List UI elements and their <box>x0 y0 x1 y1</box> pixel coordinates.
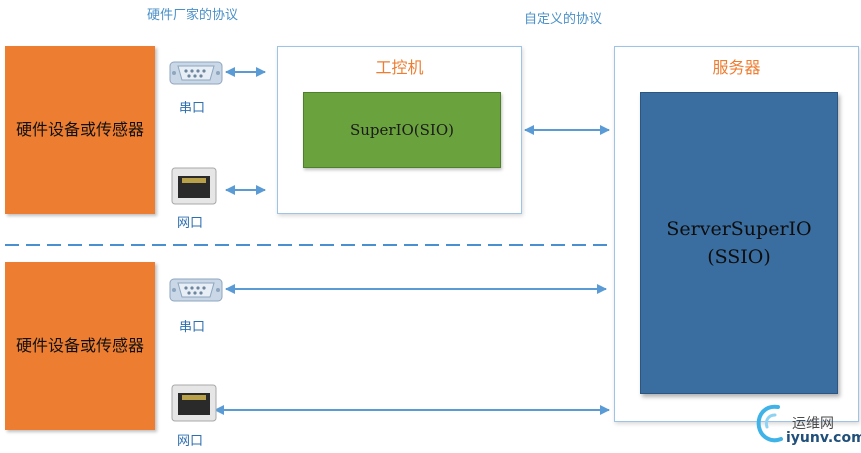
network-port-icon <box>171 167 217 205</box>
vendor-protocol-caption: 硬件厂家的协议 <box>147 8 239 23</box>
watermark-url: iyunv.com <box>786 430 861 446</box>
serversuperio-module: ServerSuperIO (SSIO) <box>640 92 838 394</box>
network-port-icon <box>171 384 217 422</box>
serial-port-label-bottom: 串口 <box>179 320 206 335</box>
watermark-logo-icon <box>756 404 783 443</box>
ipc-title: 工控机 <box>375 58 424 77</box>
hardware-device-bottom: 硬件设备或传感器 <box>5 262 155 430</box>
hardware-device-top: 硬件设备或传感器 <box>5 46 155 214</box>
network-port-label-top: 网口 <box>177 216 204 231</box>
serial-port-icon <box>169 61 223 85</box>
network-port-label-bottom: 网口 <box>177 434 204 449</box>
serial-port-label-top: 串口 <box>179 101 206 116</box>
custom-protocol-caption: 自定义的协议 <box>524 12 603 27</box>
serversuperio-line2: (SSIO) <box>707 246 771 268</box>
server-title: 服务器 <box>712 58 761 77</box>
serial-port-icon <box>169 278 223 302</box>
watermark-name: 运维网 <box>792 416 834 432</box>
superio-module: SuperIO(SIO) <box>303 92 501 168</box>
serversuperio-line1: ServerSuperIO <box>666 218 812 240</box>
